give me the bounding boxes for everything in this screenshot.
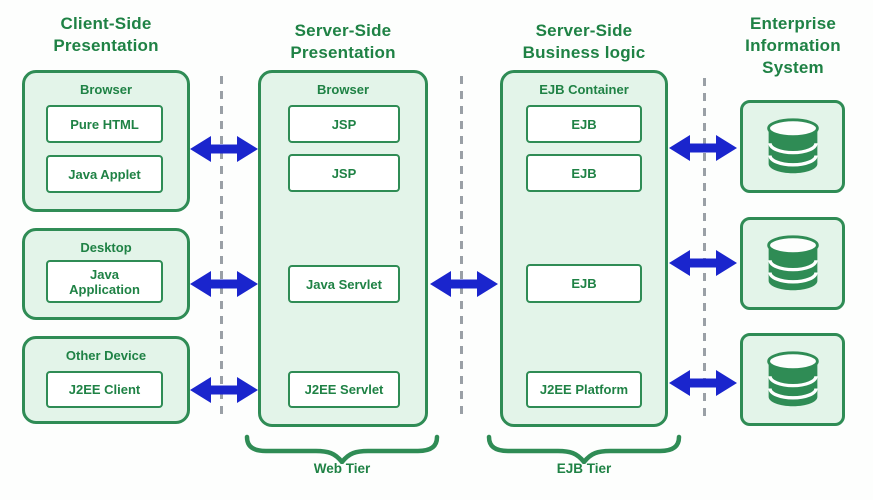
component-label: EJB <box>571 276 597 291</box>
ejb-tier-label: EJB Tier <box>556 461 612 476</box>
tier-separator-line <box>220 76 223 419</box>
component-java-applet: Java Applet <box>46 155 163 193</box>
group-label: Desktop <box>80 240 132 255</box>
component-label: EJB <box>571 165 597 181</box>
component-label: EJB <box>571 116 597 132</box>
title-line: System <box>762 58 824 77</box>
eis-database-box-3 <box>740 333 845 426</box>
column-title-server-side-business-logic: Server-Side Business logic <box>490 20 678 64</box>
component-ejb-1: EJB <box>526 105 642 143</box>
group-label: Other Device <box>65 348 147 363</box>
group-label: Browser <box>316 82 370 97</box>
component-j2ee-servlet: J2EE Servlet <box>288 371 400 408</box>
component-label: Java Application <box>69 266 140 297</box>
component-label: J2EE Servlet <box>304 382 384 397</box>
double-headed-arrow-icon <box>669 370 737 396</box>
component-label: Java Applet <box>68 166 141 182</box>
column-title-client-side-presentation: Client-Side Presentation <box>20 13 192 57</box>
title-line: Presentation <box>290 43 396 62</box>
column-title-server-side-presentation: Server-Side Presentation <box>256 20 430 64</box>
ejb-tier-brace-icon <box>486 434 682 464</box>
double-headed-arrow-icon <box>190 271 258 297</box>
eis-database-box-2 <box>740 217 845 310</box>
component-ejb-2: EJB <box>526 154 642 192</box>
component-label: J2EE Platform <box>539 382 629 397</box>
title-line: Enterprise <box>749 14 837 33</box>
database-cylinder-icon <box>766 234 819 290</box>
group-label: Browser <box>79 82 133 97</box>
title-line: Client-Side <box>60 14 152 33</box>
component-pure-html: Pure HTML <box>46 105 163 143</box>
component-j2ee-client: J2EE Client <box>46 371 163 408</box>
component-jsp-1: JSP <box>288 105 400 143</box>
double-headed-arrow-icon <box>669 135 737 161</box>
title-line: Server-Side <box>535 21 633 40</box>
title-line: Server-Side <box>294 21 392 40</box>
title-line: Business logic <box>522 43 646 62</box>
component-label: Pure HTML <box>70 116 139 132</box>
database-cylinder-icon <box>766 117 819 173</box>
title-line: Information <box>745 36 841 55</box>
tier-separator-line <box>460 76 463 419</box>
title-line: Presentation <box>53 36 159 55</box>
component-label: Java Servlet <box>306 276 382 292</box>
web-tier-brace-icon <box>244 434 440 464</box>
tier-separator-line <box>703 78 706 418</box>
double-headed-arrow-icon <box>190 377 258 403</box>
component-label: J2EE Client <box>68 382 141 397</box>
web-tier-label: Web Tier <box>313 461 371 476</box>
double-headed-arrow-icon <box>669 250 737 276</box>
column-title-enterprise-information-system: Enterprise Information System <box>731 13 855 79</box>
eis-database-box-1 <box>740 100 845 193</box>
component-ejb-3: EJB <box>526 264 642 303</box>
component-jsp-2: JSP <box>288 154 400 192</box>
double-headed-arrow-icon <box>190 136 258 162</box>
double-headed-arrow-icon <box>430 271 498 297</box>
component-j2ee-platform: J2EE Platform <box>526 371 642 408</box>
component-label: JSP <box>331 165 357 181</box>
component-label: JSP <box>331 116 357 132</box>
component-java-application: Java Application <box>46 260 163 303</box>
component-java-servlet: Java Servlet <box>288 265 400 303</box>
database-cylinder-icon <box>766 350 819 406</box>
group-label: EJB Container <box>539 82 629 97</box>
